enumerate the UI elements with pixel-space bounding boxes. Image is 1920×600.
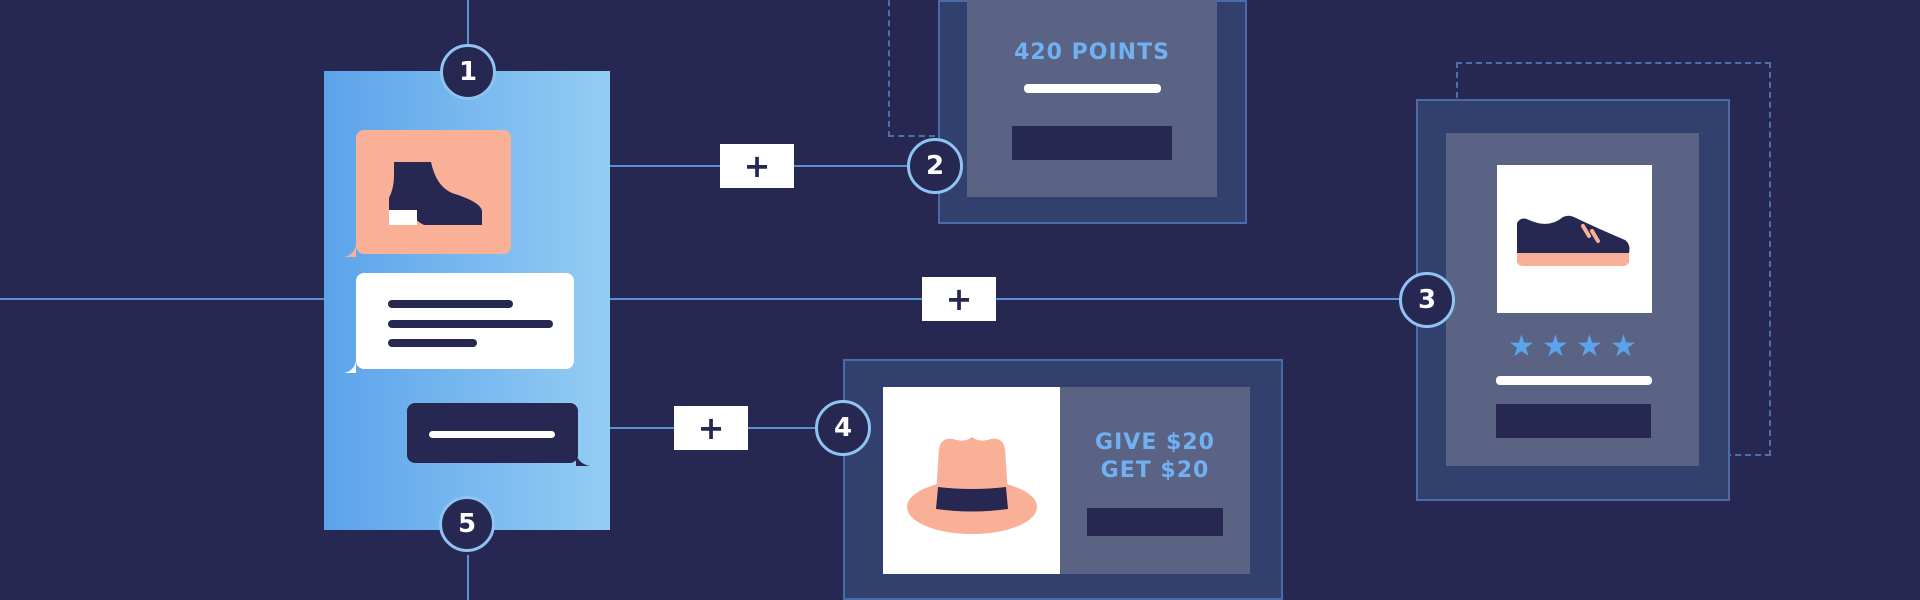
points-text: 420 POINTS — [1014, 40, 1170, 65]
points-button[interactable] — [1012, 126, 1172, 160]
reply-bubble — [407, 403, 578, 463]
connector-to-step-3 — [610, 298, 1400, 300]
step-badge-1: 1 — [440, 44, 496, 100]
star-icon: ★ — [1610, 329, 1637, 364]
plus-connector-step-4[interactable]: + — [674, 406, 748, 450]
product-image — [1497, 165, 1652, 313]
hat-icon — [907, 437, 1037, 534]
points-underline — [1024, 84, 1161, 93]
rating-stars: ★★★★ — [1508, 332, 1648, 364]
step-badge-3: 3 — [1399, 272, 1455, 328]
text-line — [429, 431, 555, 438]
boot-icon — [389, 162, 482, 225]
points-card-inner — [967, 0, 1217, 197]
referral-text-line-2: GET $20 — [1100, 458, 1210, 483]
bubble-tail-left — [344, 361, 356, 373]
connector-top-vertical — [467, 0, 469, 46]
sneaker-icon — [1517, 215, 1630, 266]
text-line — [388, 339, 477, 347]
plus-connector-step-3[interactable]: + — [922, 277, 996, 321]
text-line — [388, 300, 513, 308]
referral-image — [883, 387, 1060, 574]
text-line — [388, 320, 553, 328]
product-underline — [1496, 376, 1652, 385]
step-badge-4: 4 — [815, 400, 871, 456]
bubble-tail-right — [576, 454, 590, 466]
referral-button[interactable] — [1087, 508, 1223, 536]
step-badge-2: 2 — [907, 138, 963, 194]
star-icon: ★ — [1508, 329, 1535, 364]
product-image-bubble — [356, 130, 511, 254]
connector-left-horizontal — [0, 298, 324, 300]
star-icon: ★ — [1542, 329, 1569, 364]
step-badge-5: 5 — [439, 496, 495, 552]
referral-card-inner — [1060, 387, 1250, 574]
dashed-outline-top — [888, 0, 976, 137]
star-icon: ★ — [1576, 329, 1603, 364]
bubble-tail-left — [344, 245, 356, 257]
message-bubble — [356, 273, 574, 369]
connector-bottom-vertical — [467, 555, 469, 600]
plus-connector-step-2[interactable]: + — [720, 144, 794, 188]
product-button[interactable] — [1496, 404, 1651, 438]
referral-text-line-1: GIVE $20 — [1095, 430, 1215, 455]
